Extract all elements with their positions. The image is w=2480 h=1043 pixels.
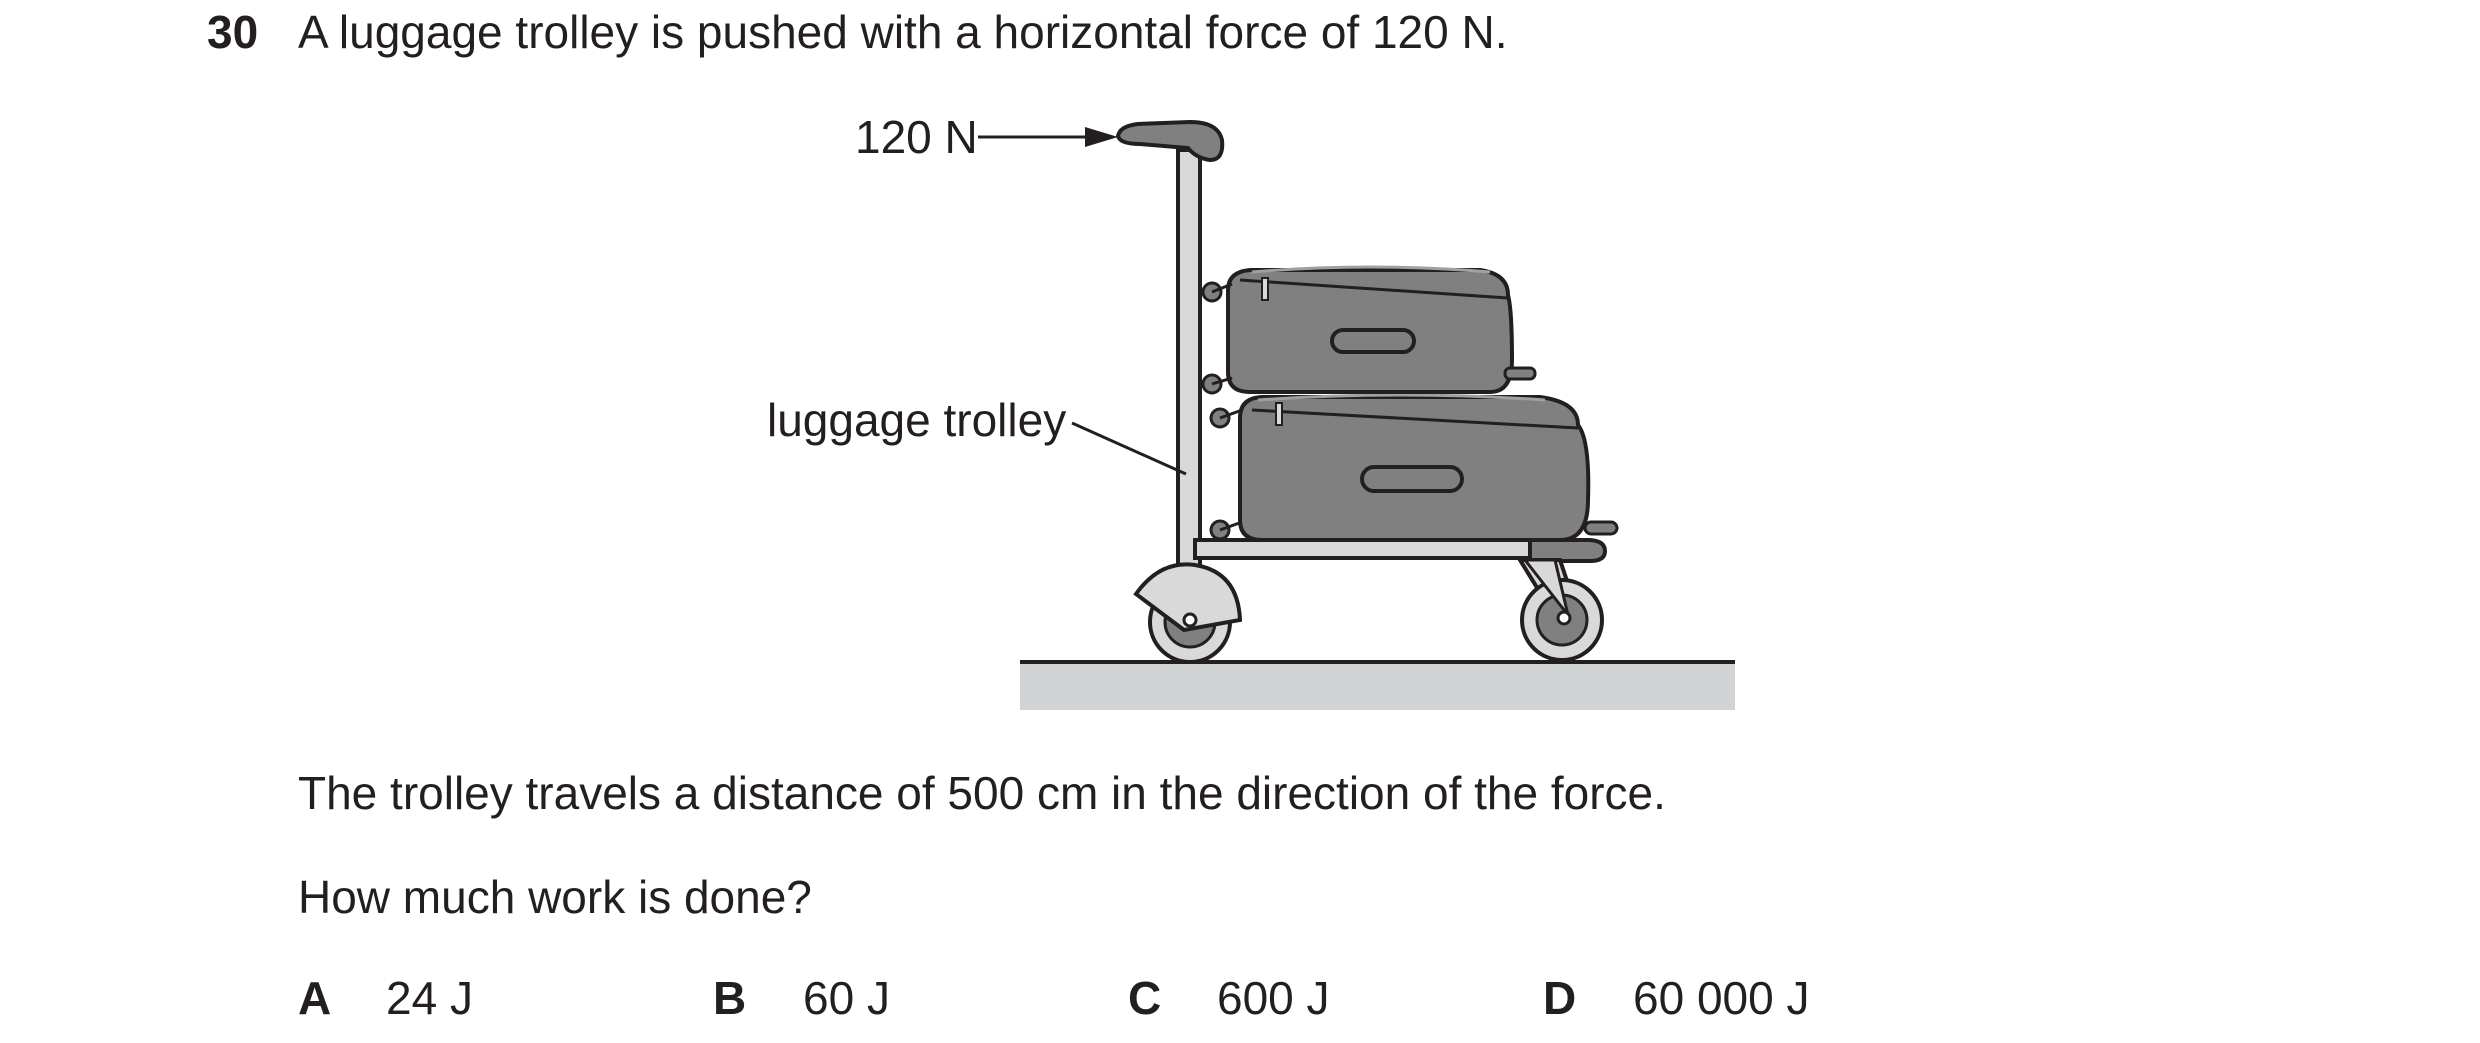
option-value: 60 J (803, 972, 890, 1024)
option-letter: B (713, 972, 747, 1024)
question-intro: A luggage trolley is pushed with a horiz… (298, 6, 1508, 58)
option-value: 600 J (1217, 972, 1330, 1024)
question-number: 30 (207, 6, 259, 58)
question-prompt: How much work is done? (298, 871, 812, 923)
trolley-leader-line (1071, 421, 1187, 476)
trolley-frame (1115, 119, 1608, 664)
answer-options: A 24 J B 60 J C 600 J D 60 000 J (0, 968, 2480, 1028)
option-value: 24 J (386, 972, 473, 1024)
option-letter: A (298, 972, 332, 1024)
option-letter: D (1543, 972, 1577, 1024)
force-arrow-head (1085, 127, 1118, 147)
top-suitcase (1201, 265, 1537, 395)
luggage-trolley-diagram: 120 N (767, 111, 1735, 710)
trolley-label: luggage trolley (767, 394, 1066, 446)
option-letter: C (1128, 972, 1162, 1024)
question-statement: The trolley travels a distance of 500 cm… (298, 767, 1666, 819)
ground (1020, 662, 1735, 710)
force-label: 120 N (855, 111, 978, 163)
bottom-suitcase (1209, 393, 1619, 542)
option-value: 60 000 J (1633, 972, 1810, 1024)
